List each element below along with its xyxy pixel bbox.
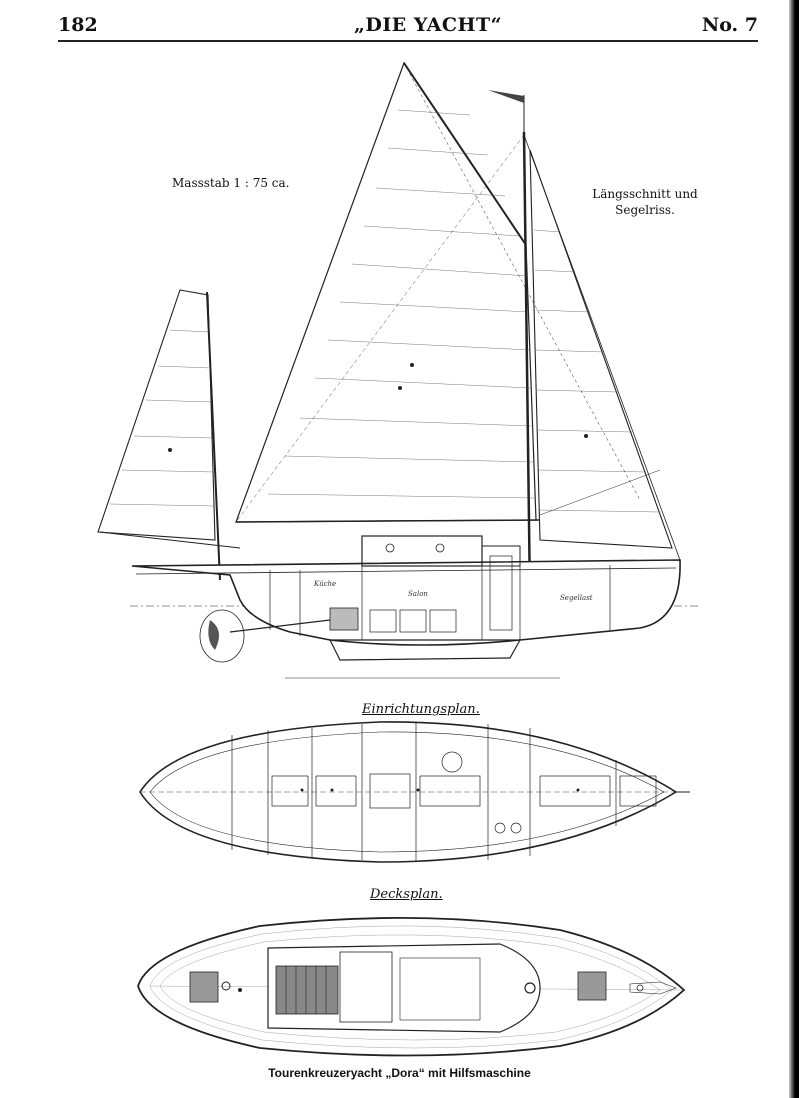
keel [329, 639, 522, 661]
mast-partner [524, 982, 536, 994]
jib-sheet [539, 469, 661, 516]
backstay [235, 134, 525, 523]
deck-plan [137, 917, 686, 1057]
header-rule [58, 40, 758, 42]
main-mast [522, 131, 532, 601]
mizzen-boom [99, 531, 241, 549]
section-label: Längsschnitt und Segelriss. [585, 186, 705, 218]
interior-section [269, 555, 611, 640]
accommodation-plan [139, 721, 690, 863]
section-label-line1: Längsschnitt und [592, 187, 698, 201]
deck-plan-title: Decksplan. [370, 887, 443, 902]
mizzen-partner [221, 981, 231, 991]
centre-of-effort-marks [168, 363, 588, 452]
scale-note: Massstab 1 : 75 ca. [172, 176, 290, 190]
mizzen-sail [97, 289, 216, 541]
sheer-line [135, 567, 677, 575]
mainsail [235, 61, 537, 523]
page-number: 182 [58, 14, 98, 36]
engine [329, 607, 359, 631]
rudder [199, 609, 245, 663]
scan-edge [789, 0, 799, 1098]
figure-caption: Tourenkreuzeryacht „Dora“ mit Hilfsmasch… [268, 1066, 531, 1080]
section-label-line2: Segelriss. [615, 203, 675, 217]
hull-profile [131, 559, 681, 646]
deckhouse [361, 535, 483, 567]
accommodation-plan-title: Einrichtungsplan. [362, 702, 480, 717]
journal-title: „DIE YACHT“ [353, 14, 503, 36]
jib [529, 149, 673, 549]
companionway [339, 951, 393, 1023]
skylight [275, 965, 339, 1015]
jib-seams [533, 229, 661, 513]
label-kueche: Küche [313, 580, 336, 588]
forestay [523, 134, 681, 561]
issue-number: No. 7 [701, 14, 758, 36]
topsail-sheet [403, 62, 641, 501]
propeller-shaft [229, 619, 331, 633]
label-salon: Salon [408, 590, 428, 598]
page-header: 182 „DIE YACHT“ No. 7 [58, 14, 758, 40]
label-segellast: Segellast [560, 594, 593, 602]
mizzen-seams [109, 329, 215, 507]
aft-hatch [189, 971, 219, 1003]
propeller-icon [208, 620, 219, 650]
mainsail-seams [267, 109, 535, 499]
fore-hatch [577, 971, 607, 1001]
pennant-icon [488, 90, 524, 103]
sail-plan: Salon Segellast Küche [97, 61, 700, 679]
